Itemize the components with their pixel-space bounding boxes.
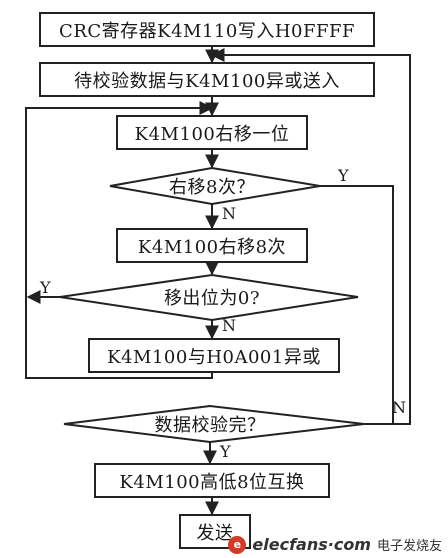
step-xor-poly-label: K4M100与H0A001异或: [107, 346, 321, 368]
decision-bit-out-label: 移出位为0?: [163, 288, 261, 309]
watermark-domain: elecfans·com: [252, 535, 371, 554]
decision-check8-label: 右移8次？: [169, 177, 255, 198]
step-send-label: 发送: [196, 522, 234, 544]
init-box: [39, 12, 375, 47]
check8-no-label: N: [222, 204, 236, 223]
decision-data-done-label: 数据校验完？: [154, 415, 266, 436]
elecfans-logo-icon: e: [228, 535, 247, 554]
bit-out-no-label: N: [222, 316, 236, 335]
bit-out-yes-label: Y: [40, 278, 51, 297]
step-shift8-label: K4M100右移8次: [137, 236, 287, 258]
watermark-cn: 电子发烧友: [376, 539, 442, 554]
step-init-label: CRC寄存器K4M110写入H0FFFF: [59, 20, 355, 42]
check8-yes-label: Y: [338, 166, 349, 185]
bit-out-diamond: [59, 273, 359, 322]
watermark: e elecfans·com 电子发烧友: [228, 535, 442, 554]
step-xor-in-label: 待校验数据与K4M100异或送入: [74, 70, 340, 92]
data-done-no-label: N: [392, 398, 406, 417]
step-swap-label: K4M100高低8位互换: [119, 471, 305, 493]
step-shift1-label: K4M100右移一位: [134, 123, 290, 145]
data-done-yes-label: Y: [220, 442, 231, 461]
